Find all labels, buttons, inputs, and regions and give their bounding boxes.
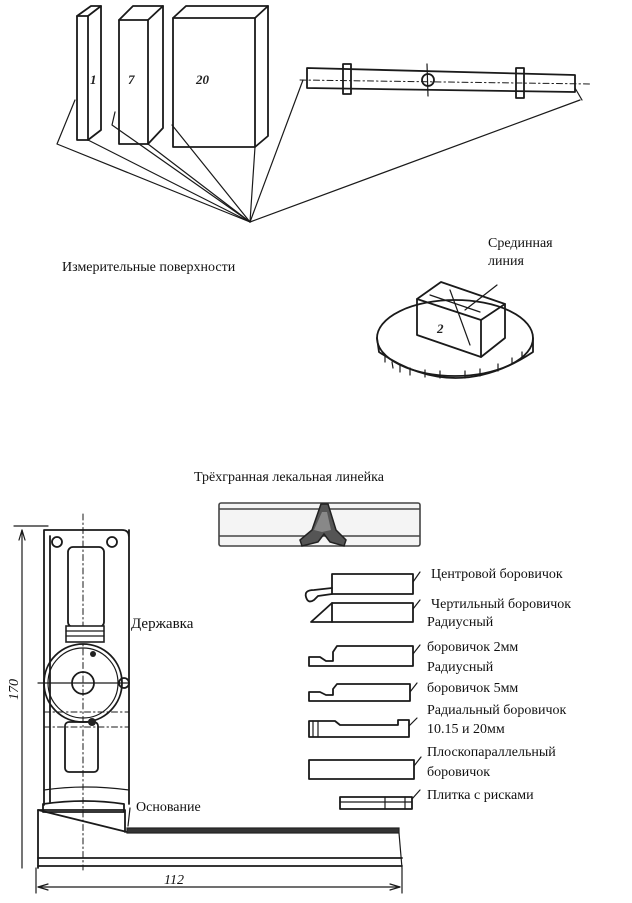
accessory-label-plane-parallel-2: боровичок <box>427 765 491 780</box>
jaw-scriber <box>310 599 421 623</box>
disk-with-block: 2 <box>376 281 534 379</box>
disk-block-label: 2 <box>436 321 444 336</box>
accessory-label-centre-jaw: Центровой боровичок <box>431 567 563 582</box>
accessory-label-scriber-jaw: Чертильный боровичок <box>431 597 572 612</box>
cylindrical-gauge-rod <box>299 63 591 101</box>
scribed-plate <box>339 789 421 810</box>
jaw-radius-5mm <box>308 682 418 702</box>
gauge-block-20-label: 20 <box>195 72 210 87</box>
accessory-label-plane-parallel-1: Плоскопараллельный <box>427 745 556 760</box>
accessory-label-radius-2mm-1: Радиусный <box>427 615 494 630</box>
measuring-surface-leaders <box>56 79 581 223</box>
jaw-centre <box>304 571 421 603</box>
accessory-label-radius-5mm-2: боровичок 5мм <box>427 681 519 696</box>
base-label: Основание <box>136 800 201 815</box>
gauge-block-7-label: 7 <box>128 72 135 87</box>
accessory-label-radial-1: Радиальный боровичок <box>427 703 567 718</box>
vertical-dimension-label: 170 <box>7 679 22 700</box>
height-gauge-holder: 170 <box>7 513 403 894</box>
gauge-block-20: 20 <box>172 5 269 148</box>
median-line-label-2: линия <box>488 254 524 269</box>
gauge-block-1: 1 <box>76 5 102 141</box>
accessory-label-radius-5mm-1: Радиусный <box>427 660 494 675</box>
jaw-plane-parallel <box>308 756 422 780</box>
holder-label: Державка <box>131 616 194 632</box>
jaw-radius-2mm <box>308 644 421 667</box>
median-line-label-1: Срединная <box>488 236 553 251</box>
measuring-surfaces-label: Измерительные поверхности <box>62 260 236 275</box>
horizontal-dimension-label: 112 <box>164 873 184 888</box>
three-edge-ruler <box>218 502 421 547</box>
accessory-label-radial-2: 10.15 и 20мм <box>427 722 505 737</box>
gauge-block-1-label: 1 <box>90 72 97 87</box>
gauge-block-7: 7 <box>118 5 164 145</box>
accessory-label-scribed-plate: Плитка с рисками <box>427 788 534 803</box>
three-edge-ruler-label: Трёхгранная лекальная линейка <box>194 470 384 485</box>
accessory-label-radius-2mm-2: боровичок 2мм <box>427 640 519 655</box>
jaw-radial-10-15-20 <box>308 717 418 738</box>
